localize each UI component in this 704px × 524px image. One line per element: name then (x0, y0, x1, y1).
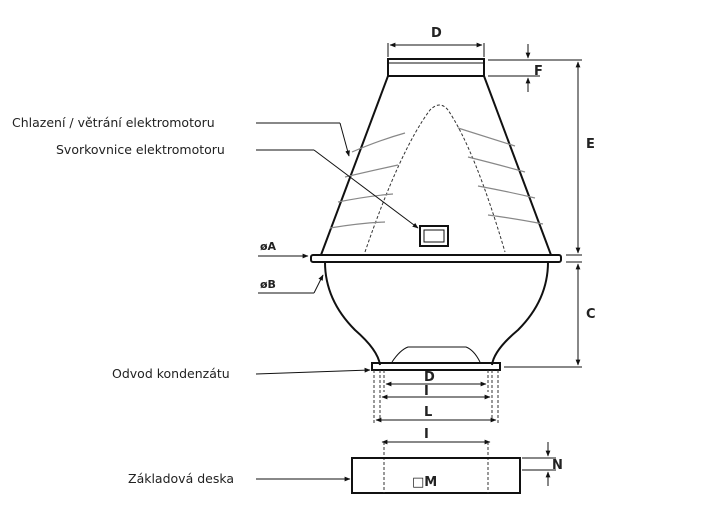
dim-label-l: L (424, 405, 432, 420)
louvre-left-1 (351, 132, 406, 153)
upper-cone-left (320, 75, 389, 256)
middle-flange (310, 254, 562, 263)
inlet-bell (391, 346, 481, 363)
dimension-d-outlet: D (385, 370, 487, 387)
base-plate: □M (351, 457, 521, 494)
callout-terminal-box: Svorkovnice elektromotoru (56, 142, 419, 229)
louvre-left-2 (344, 164, 399, 178)
dimension-b: øB (258, 274, 324, 294)
dim-label-d-top: D (431, 26, 442, 41)
louvre-right-4 (487, 214, 544, 225)
louvre-left-3 (337, 193, 394, 203)
callout-base-plate-label: Základová deska (128, 471, 234, 486)
dim-label-i-base: I (424, 427, 429, 442)
upper-cone-right (483, 75, 552, 256)
fan-body (310, 58, 562, 392)
dim-label-c: C (586, 307, 596, 322)
dim-label-a: øA (260, 240, 277, 253)
dim-label-m: □M (412, 475, 437, 490)
terminal-box-inner (423, 229, 445, 243)
louvre-right-3 (477, 185, 536, 199)
dimension-n: N (522, 442, 563, 486)
dimension-e: E (540, 59, 595, 256)
lower-cone-right (491, 261, 549, 366)
dimension-a: øA (258, 240, 309, 259)
callout-terminal-box-label: Svorkovnice elektromotoru (56, 142, 225, 157)
dim-label-e: E (586, 137, 595, 152)
dim-label-n: N (552, 458, 563, 473)
terminal-box (419, 225, 449, 247)
callout-condensate-label: Odvod kondenzátu (112, 366, 230, 381)
dimension-c: C (504, 261, 596, 368)
louvre-right-2 (467, 156, 526, 173)
callout-base-plate: Základová deska (128, 471, 351, 486)
top-collar (387, 58, 485, 77)
bottom-ring (371, 362, 501, 371)
dimension-l: L (373, 370, 499, 424)
dimension-f: F (488, 44, 543, 92)
dim-label-b: øB (260, 278, 276, 291)
dim-label-f: F (534, 64, 543, 79)
louvre-left-4 (329, 221, 386, 229)
dim-label-i-outlet: I (424, 384, 429, 399)
callout-condensate: Odvod kondenzátu (112, 366, 371, 381)
dimension-d-top: D (387, 26, 485, 57)
dimension-i-outlet: I (379, 370, 493, 420)
callout-cooling-label: Chlazení / větrání elektromotoru (12, 115, 215, 130)
dim-label-d-outlet: D (424, 370, 435, 385)
dimension-i-base: I (381, 427, 491, 462)
motor-cone-dashed (364, 104, 506, 253)
louvre-right-1 (457, 127, 516, 147)
callout-cooling: Chlazení / větrání elektromotoru (12, 115, 350, 157)
lower-cone-left (324, 261, 381, 366)
